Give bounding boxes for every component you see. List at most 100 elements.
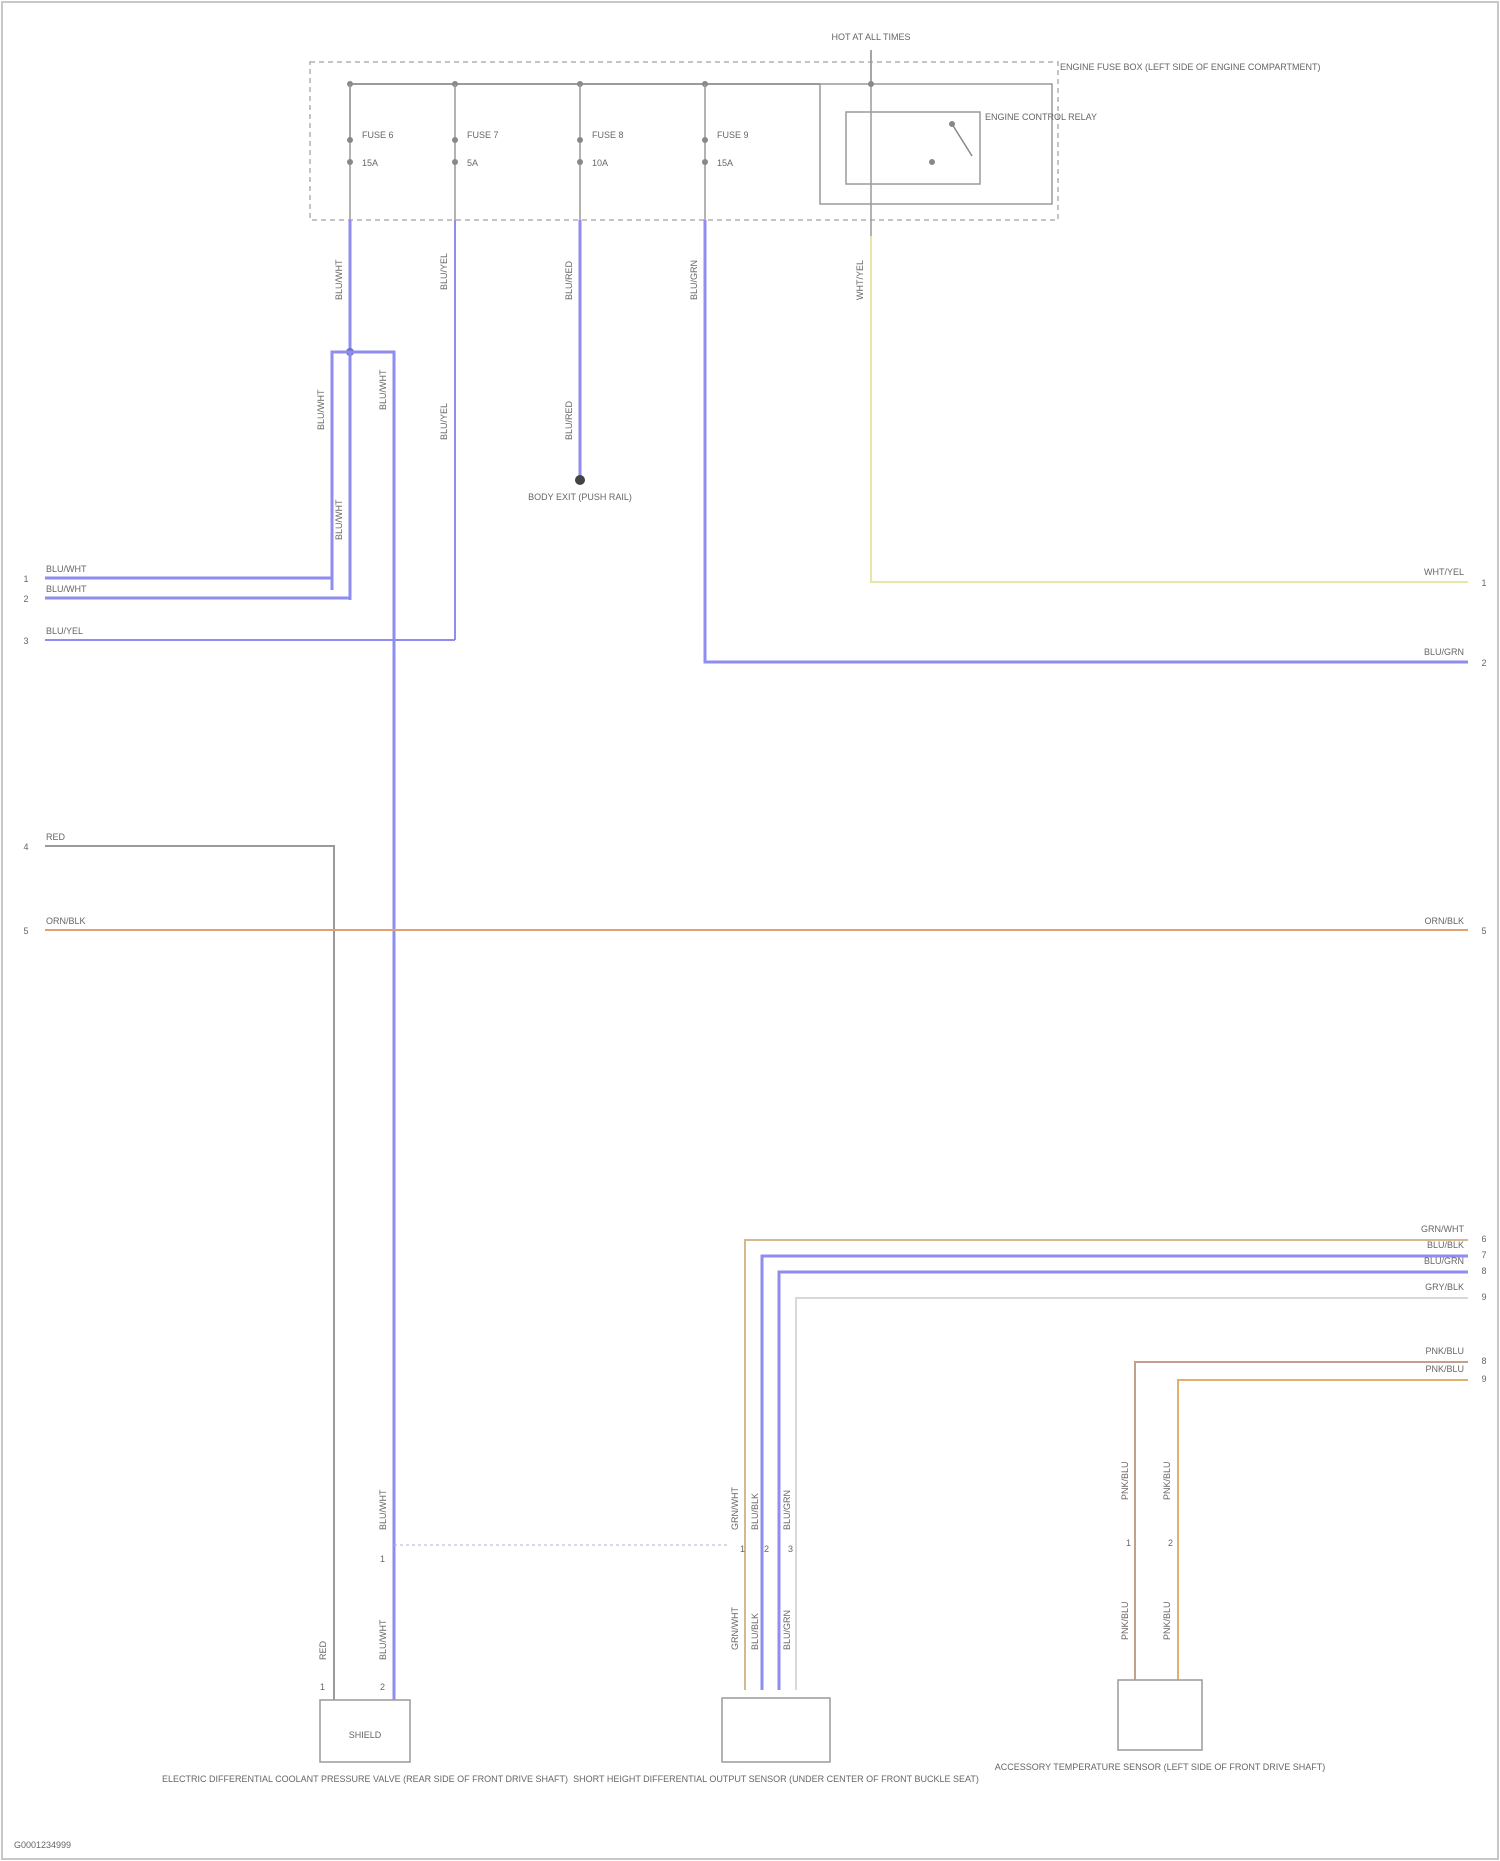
right-terminal-6: 8: [1481, 1266, 1486, 1276]
vss-upper-label-1: GRN/WHT: [730, 1487, 740, 1530]
ats-upper-label-1: PNK/BLU: [1120, 1461, 1130, 1500]
left-terminal-3: 3: [23, 636, 28, 646]
component-vss: SHORT HEIGHT DIFFERENTIAL OUTPUT SENSOR …: [573, 1698, 979, 1784]
f9-wire: [705, 220, 1468, 662]
right-label-9: PNK/BLU: [1425, 1364, 1464, 1374]
pcv-inner-label: SHIELD: [349, 1730, 382, 1740]
ground-node: [575, 475, 585, 485]
f8-lower-label: BLU/RED: [564, 400, 574, 440]
ats-lower-label-2: PNK/BLU: [1162, 1601, 1172, 1640]
relay-label: ENGINE CONTROL RELAY: [985, 112, 1097, 122]
ground-label: BODY EXIT (PUSH RAIL): [528, 492, 632, 502]
fuse-9-rating: 15A: [717, 158, 733, 168]
split-a-label: BLU/WHT: [316, 389, 326, 430]
f7-drop-label: BLU/YEL: [439, 253, 449, 290]
pcv-left-pin: 1: [320, 1682, 325, 1692]
fuse-6-terminal-bottom: [347, 159, 353, 165]
left-terminal-5: 5: [23, 926, 28, 936]
relay-outer-box: [820, 84, 1052, 204]
relay-inner-box: [846, 112, 980, 184]
vss-wire-2: [762, 1256, 1468, 1690]
fuse-7-rating: 5A: [467, 158, 478, 168]
right-label-2: BLU/GRN: [1424, 647, 1464, 657]
vss-pin-1: 1: [740, 1544, 745, 1554]
left-label-2: BLU/WHT: [46, 584, 87, 594]
fuse-6-name: FUSE 6: [362, 130, 394, 140]
fuse-box-label: ENGINE FUSE BOX (LEFT SIDE OF ENGINE COM…: [1060, 62, 1321, 72]
fuse-9-terminal-bottom: [702, 159, 708, 165]
right-label-5: BLU/BLK: [1427, 1240, 1464, 1250]
left-label-5: ORN/BLK: [46, 916, 86, 926]
relay-drop-label: WHT/YEL: [855, 260, 865, 300]
vss-name: SHORT HEIGHT DIFFERENTIAL OUTPUT SENSOR …: [573, 1774, 979, 1784]
ats-wire-1: [1135, 1362, 1468, 1680]
right-label-1: WHT/YEL: [1424, 567, 1464, 577]
fuse-6-rating: 15A: [362, 158, 378, 168]
component-pcv: SHIELD ELECTRIC DIFFERENTIAL COOLANT PRE…: [162, 1700, 568, 1784]
ats-pin-1: 1: [1126, 1538, 1131, 1548]
right-terminal-4: 6: [1481, 1234, 1486, 1244]
right-label-7: GRY/BLK: [1425, 1282, 1464, 1292]
fuse-6-terminal-top: [347, 137, 353, 143]
right-label-3: ORN/BLK: [1424, 916, 1464, 926]
right-terminal-3: 5: [1481, 926, 1486, 936]
ats-wire-2: [1178, 1380, 1468, 1680]
relay-switch-contact-a: [949, 121, 955, 127]
f6-drop-label: BLU/WHT: [334, 259, 344, 300]
left-label-3: BLU/YEL: [46, 626, 83, 636]
ats-body: [1118, 1680, 1202, 1750]
vss-lower-label-1: GRN/WHT: [730, 1607, 740, 1650]
pcv-right-pin: 2: [380, 1682, 385, 1692]
ats-lower-label-1: PNK/BLU: [1120, 1601, 1130, 1640]
f8-drop-label: BLU/RED: [564, 260, 574, 300]
fuse-9-terminal-top: [702, 137, 708, 143]
component-ats: ACCESSORY TEMPERATURE SENSOR (LEFT SIDE …: [995, 1680, 1326, 1772]
right-terminal-1: 1: [1481, 578, 1486, 588]
lower-wiring: BLU/WHT BLU/WHT RED 1 1 2 GRN/WHT BLU/BL…: [318, 1240, 1468, 1692]
pcv-name: ELECTRIC DIFFERENTIAL COOLANT PRESSURE V…: [162, 1774, 568, 1784]
fuse-7-name: FUSE 7: [467, 130, 499, 140]
right-terminal-7: 9: [1481, 1292, 1486, 1302]
left-terminal-4: 4: [23, 842, 28, 852]
fuse-8-terminal-bottom: [577, 159, 583, 165]
ats-upper-label-2: PNK/BLU: [1162, 1461, 1172, 1500]
right-label-8: PNK/BLU: [1425, 1346, 1464, 1356]
pcv-lower-label: BLU/WHT: [378, 1619, 388, 1660]
fuse-6: FUSE 6 15A: [347, 81, 394, 220]
fuse-9-name: FUSE 9: [717, 130, 749, 140]
footer-code: G0001234999: [14, 1840, 71, 1850]
relay-feed-node: [868, 81, 874, 87]
pcv-upper-label: BLU/WHT: [378, 1489, 388, 1530]
engine-control-relay: ENGINE CONTROL RELAY: [820, 50, 1097, 236]
ats-name: ACCESSORY TEMPERATURE SENSOR (LEFT SIDE …: [995, 1762, 1326, 1772]
left-terminal-1: 1: [23, 574, 28, 584]
fuse-7-terminal-top: [452, 137, 458, 143]
hot-at-all-times-label: HOT AT ALL TIMES: [831, 32, 910, 42]
right-connections: WHT/YEL BLU/GRN ORN/BLK GRN/WHT BLU/BLK …: [1421, 567, 1487, 1384]
pcv-red-label: RED: [318, 1640, 328, 1660]
right-terminal-5: 7: [1481, 1250, 1486, 1260]
right-terminal-8: 8: [1481, 1356, 1486, 1366]
fuse-9: FUSE 9 15A: [702, 81, 749, 220]
right-terminal-2: 2: [1481, 658, 1486, 668]
f9-drop-label: BLU/GRN: [689, 260, 699, 300]
ats-pin-2: 2: [1168, 1538, 1173, 1548]
fuse-8-rating: 10A: [592, 158, 608, 168]
right-terminal-9: 9: [1481, 1374, 1486, 1384]
left-wire-4: [45, 846, 334, 1700]
fuse-8-terminal-top: [577, 137, 583, 143]
upper-wire-drops: BLU/WHT BLU/WHT BLU/WHT BLU/WHT BLU/YEL …: [316, 220, 1468, 1700]
relay-switch-contact-b: [929, 159, 935, 165]
engine-fuse-box: HOT AT ALL TIMES ENGINE FUSE BOX (LEFT S…: [310, 32, 1321, 236]
split-b-label: BLU/WHT: [378, 369, 388, 410]
vss-pin-3: 3: [788, 1544, 793, 1554]
left-label-4: RED: [46, 832, 66, 842]
fuse-7-terminal-bottom: [452, 159, 458, 165]
f7-lower-label: BLU/YEL: [439, 403, 449, 440]
vss-pin-2: 2: [764, 1544, 769, 1554]
vss-lower-label-2: BLU/BLK: [750, 1613, 760, 1650]
f6-lower-label: BLU/WHT: [334, 499, 344, 540]
vss-lower-label-3: BLU/GRN: [782, 1610, 792, 1650]
fuse-8: FUSE 8 10A: [577, 81, 624, 220]
